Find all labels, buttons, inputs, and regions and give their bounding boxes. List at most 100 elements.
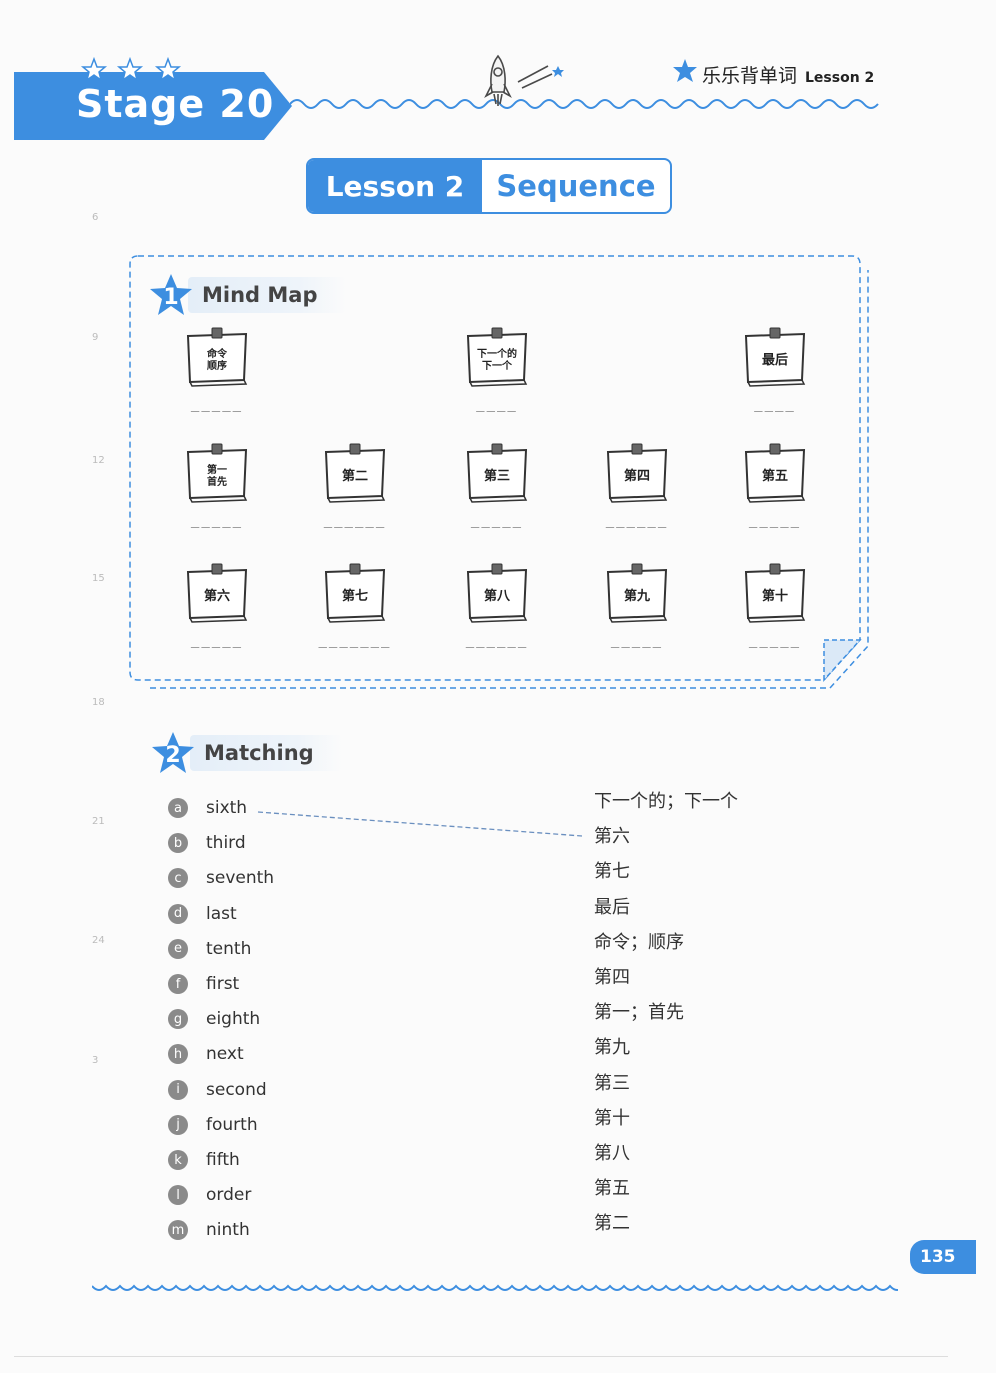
answer-blank[interactable]: _____ xyxy=(190,512,244,528)
item-letter-badge: f xyxy=(168,974,188,994)
chinese-meaning[interactable]: 第七 xyxy=(594,861,630,883)
mindmap-card: 第二______ xyxy=(322,442,388,532)
stars-decoration-icon xyxy=(80,56,182,82)
card-chinese-text: 第一首先 xyxy=(207,465,227,488)
english-word: second xyxy=(206,1079,267,1100)
answer-blank[interactable]: ____ xyxy=(476,396,518,412)
chinese-meaning[interactable]: 第五 xyxy=(594,1178,630,1200)
lesson-name: Sequence xyxy=(496,169,656,203)
chinese-meaning[interactable]: 第三 xyxy=(594,1072,630,1094)
chinese-meaning[interactable]: 第六 xyxy=(594,826,630,848)
item-letter-badge: g xyxy=(168,1009,188,1030)
chinese-meaning[interactable]: 第九 xyxy=(594,1037,630,1059)
english-word: tenth xyxy=(206,938,252,959)
mindmap-card: 下一个的下一个 ____ xyxy=(464,326,530,416)
answer-blank[interactable]: ______ xyxy=(323,512,387,528)
answer-blank[interactable]: _____ xyxy=(610,632,664,648)
english-word: ninth xyxy=(206,1220,250,1241)
chinese-meaning[interactable]: 第一；首先 xyxy=(594,1002,684,1024)
rocket-icon xyxy=(484,54,564,106)
chinese-meaning[interactable]: 第十 xyxy=(594,1107,630,1129)
card-chinese-text: 第三 xyxy=(483,469,510,484)
card-chinese-text: 第四 xyxy=(623,469,650,484)
english-word: sixth xyxy=(206,798,248,818)
margin-mark: 18 xyxy=(92,697,105,708)
item-letter-badge: j xyxy=(168,1114,188,1135)
chinese-meaning[interactable]: 下一个的；下一个 xyxy=(594,791,738,812)
item-letter-badge: k xyxy=(168,1150,188,1170)
section-number: 1 xyxy=(163,284,179,310)
lesson-title-box: Lesson 2 Sequence xyxy=(306,158,672,214)
chinese-meaning[interactable]: 第八 xyxy=(594,1143,630,1164)
matching-section-header: 2 Matching xyxy=(150,730,342,776)
item-letter-badge: b xyxy=(168,833,188,854)
margin-mark: 6 xyxy=(92,212,99,223)
margin-mark: 15 xyxy=(92,573,105,584)
note-card-icon xyxy=(186,327,248,387)
mindmap-card: 第一首先 _____ xyxy=(184,442,250,532)
chinese-meaning[interactable]: 第四 xyxy=(594,967,630,988)
answer-blank[interactable]: _____ xyxy=(748,632,802,648)
note-card-icon xyxy=(186,443,248,503)
lesson-label: Lesson 2 xyxy=(308,160,482,212)
item-letter-badge: i xyxy=(168,1079,188,1100)
series-star-icon xyxy=(673,59,697,82)
bottom-rule xyxy=(14,1356,948,1357)
answer-blank[interactable]: _____ xyxy=(470,512,524,528)
card-chinese-text: 第八 xyxy=(483,589,510,604)
chinese-meaning[interactable]: 命令；顺序 xyxy=(594,931,684,953)
english-word: next xyxy=(206,1044,244,1065)
item-letter-badge: a xyxy=(168,798,188,818)
answer-blank[interactable]: _______ xyxy=(318,632,392,648)
stage-title: Stage 20 xyxy=(76,82,275,126)
chinese-meaning[interactable]: 最后 xyxy=(594,896,630,918)
mindmap-card: 第三 _____ xyxy=(464,442,530,532)
mindmap-section-header: 1 Mind Map xyxy=(148,272,346,318)
answer-blank[interactable]: _____ xyxy=(748,512,802,528)
mindmap-card: 第六 _____ xyxy=(184,562,250,652)
answer-blank[interactable]: _____ xyxy=(190,396,244,412)
mindmap-card: 命令顺序 _____ xyxy=(184,326,250,416)
card-chinese-text: 命令顺序 xyxy=(207,349,227,372)
note-card-icon xyxy=(606,443,668,503)
answer-blank[interactable]: ____ xyxy=(754,396,796,412)
section-title: Mind Map xyxy=(188,277,346,313)
note-card-icon xyxy=(466,443,528,503)
section-number: 2 xyxy=(165,742,181,768)
answer-blank[interactable]: ______ xyxy=(605,512,669,528)
note-card-icon xyxy=(744,443,806,503)
card-chinese-text: 第六 xyxy=(203,589,230,604)
header-wave-divider xyxy=(290,99,879,109)
margin-mark: 12 xyxy=(92,455,105,466)
series-name: 乐乐背单词 xyxy=(702,65,798,87)
answer-blank[interactable]: _____ xyxy=(190,632,244,648)
item-letter-badge: d xyxy=(168,903,188,924)
stage-banner xyxy=(14,72,292,140)
mindmap-card: 第五_____ xyxy=(742,442,808,532)
answer-blank[interactable]: ______ xyxy=(465,632,529,648)
section-number-star-icon: 1 xyxy=(148,272,194,318)
english-word: eighth xyxy=(206,1009,261,1030)
margin-mark: 24 xyxy=(92,935,105,946)
english-word: fourth xyxy=(206,1114,258,1135)
series-lesson: Lesson 2 xyxy=(805,70,875,86)
card-chinese-text: 第十 xyxy=(761,589,788,604)
section-title: Matching xyxy=(190,735,342,771)
chinese-meaning[interactable]: 第二 xyxy=(594,1213,630,1235)
card-chinese-text: 下一个的下一个 xyxy=(477,349,517,372)
item-letter-badge: h xyxy=(168,1044,188,1065)
mindmap-card: 第四 ______ xyxy=(604,442,670,532)
